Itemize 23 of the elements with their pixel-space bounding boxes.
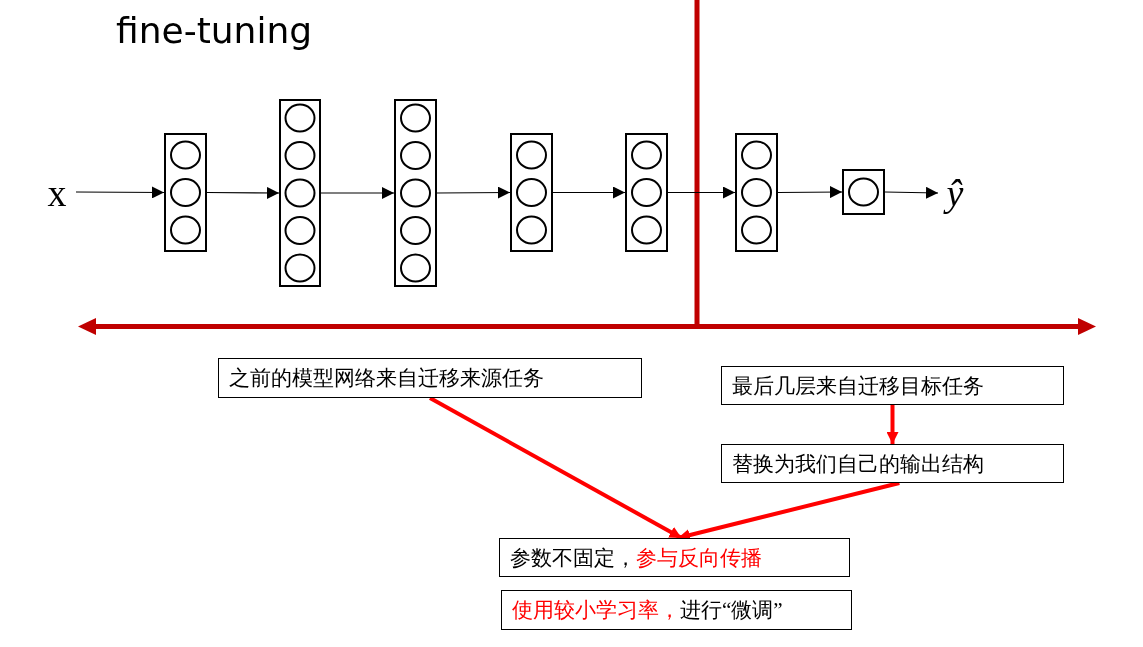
arrow: [667, 186, 736, 199]
note-text: 之前的模型网络来自迁移来源任务: [229, 365, 544, 392]
input-symbol: x: [40, 171, 74, 215]
note-text: 最后几层来自迁移目标任务: [732, 372, 984, 400]
text-box: [501, 590, 852, 630]
arrow: [429, 396, 683, 540]
arrow: [436, 186, 511, 199]
arrow: [884, 186, 939, 199]
arrow: [75, 186, 165, 199]
text-box: [218, 358, 642, 398]
note-text: 参数不固定，参与反向传播: [510, 544, 762, 572]
text-box: [499, 538, 850, 577]
arrow: [206, 186, 280, 199]
note-text: 使用较小学习率，进行“微调”: [512, 597, 783, 624]
note-text: 替换为我们自己的输出结构: [732, 450, 984, 478]
arrow: [320, 187, 395, 199]
text-box: [721, 366, 1064, 405]
arrow: [886, 405, 899, 444]
title: fine-tuning: [116, 10, 313, 51]
output-symbol: ŷ: [938, 168, 972, 218]
arrow: [552, 186, 626, 199]
text-box: [721, 444, 1064, 483]
arrow: [777, 186, 843, 199]
